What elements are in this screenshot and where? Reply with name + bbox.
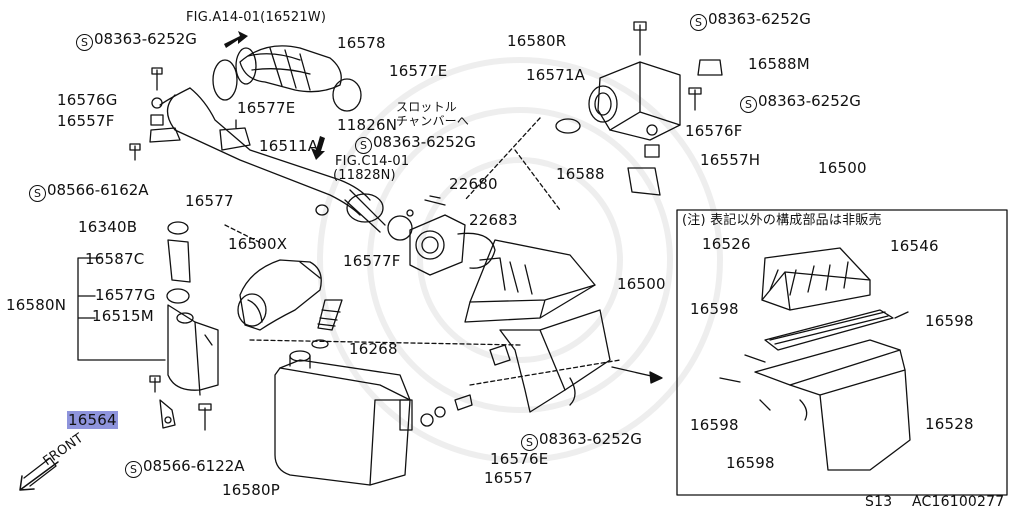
bolt-b2-number: 08363-6252G — [373, 133, 476, 151]
fig-a14-ref: FIG.A14-01(16521W) — [186, 10, 327, 25]
s-mark-icon: S — [521, 434, 538, 451]
intake-duct-16578 — [235, 45, 342, 93]
part-16588: 16588 — [556, 165, 605, 183]
fig-a14-arrow — [224, 31, 248, 48]
fig-c14-sub: (11828N) — [333, 168, 396, 183]
s-mark-icon: S — [29, 185, 46, 202]
footer-model: S13 — [865, 494, 893, 510]
resonator-tank-16580p — [274, 339, 473, 486]
footer-code: AC16100277 — [912, 494, 1005, 510]
s-mark-icon: S — [125, 461, 142, 478]
part-16580p: 16580P — [222, 481, 280, 499]
part-16564: 16564 — [67, 411, 118, 429]
part-16576e: 16576E — [490, 450, 549, 468]
s-mark-icon: S — [690, 14, 707, 31]
throttle-chamber-note-1: スロットル — [396, 100, 458, 114]
part-16598-a: 16598 — [690, 300, 739, 318]
non-sale-note: (注) 表記以外の構成部品は非販売 — [682, 213, 882, 228]
part-16577: 16577 — [185, 192, 234, 210]
watermark-emblem — [317, 57, 723, 463]
part-16511a: 16511A — [259, 137, 319, 155]
front-arrow-outline — [23, 457, 57, 487]
bolt-b6-number: 08566-6162A — [47, 181, 149, 199]
part-16528: 16528 — [925, 415, 974, 433]
part-16515m: 16515M — [92, 307, 154, 325]
bolt-b5-number: 08363-6252G — [758, 92, 861, 110]
part-16557: 16557 — [484, 469, 533, 487]
hose-16268 — [317, 299, 343, 331]
part-16580n: 16580N — [6, 296, 67, 314]
throttle-body-22680 — [387, 195, 496, 276]
part-16571a: 16571A — [526, 66, 586, 84]
intake-tube-16577 — [159, 87, 386, 233]
front-arrow — [19, 461, 59, 491]
part-16526: 16526 — [702, 235, 751, 253]
part-16576f: 16576F — [685, 122, 743, 140]
s-mark-icon: S — [76, 34, 93, 51]
dashed-leaders — [224, 117, 621, 386]
part-16598-c: 16598 — [690, 416, 739, 434]
part-16500x: 16500X — [228, 235, 288, 253]
part-16500: 16500 — [617, 275, 666, 293]
part-16598-d: 16598 — [726, 454, 775, 472]
bolt-b7-number: 08566-6122A — [143, 457, 245, 475]
part-22683: 22683 — [469, 211, 518, 229]
part-16577g: 16577G — [95, 286, 156, 304]
part-16580r: 16580R — [507, 32, 567, 50]
fig-c14-arrow — [311, 136, 325, 160]
part-16268: 16268 — [349, 340, 398, 358]
part-16557h: 16557H — [700, 151, 761, 169]
part-16564-highlight: 16564 — [67, 411, 118, 429]
s-mark-icon: S — [740, 96, 757, 113]
air-cleaner-16500 — [464, 239, 611, 413]
part-16577f: 16577F — [343, 252, 401, 270]
part-16588m: 16588M — [748, 55, 810, 73]
fig-c14-ref: FIG.C14-01 — [335, 154, 410, 169]
part-16557f: 16557F — [57, 112, 115, 130]
resonator-16580n — [77, 221, 219, 431]
bolt-b1-number: 08363-6252G — [94, 30, 197, 48]
duct-16500x — [237, 259, 322, 331]
part-16500-box: 16500 — [818, 159, 867, 177]
part-22680: 22680 — [449, 175, 498, 193]
throttle-chamber-note-2: チャンバーへ — [396, 114, 470, 128]
clamp-16577e — [212, 59, 362, 112]
part-16577e-b: 16577E — [237, 99, 296, 117]
resonator-16580r — [555, 21, 723, 196]
part-11826n: 11826N — [337, 116, 398, 134]
part-16578: 16578 — [337, 34, 386, 52]
bolt-assembly-left — [129, 67, 251, 161]
part-16598-b: 16598 — [925, 312, 974, 330]
part-16577e-a: 16577E — [389, 62, 448, 80]
exploded-view-arrowhead — [649, 371, 663, 384]
bolt-b3-number: 08363-6252G — [539, 430, 642, 448]
part-16340b: 16340B — [78, 218, 138, 236]
exploded-view-panel — [676, 209, 1008, 496]
s-mark-icon: S — [355, 137, 372, 154]
bolt-b4-number: 08363-6252G — [708, 10, 811, 28]
part-16546: 16546 — [890, 237, 939, 255]
part-16587c: 16587C — [85, 250, 145, 268]
part-16576g: 16576G — [57, 91, 118, 109]
